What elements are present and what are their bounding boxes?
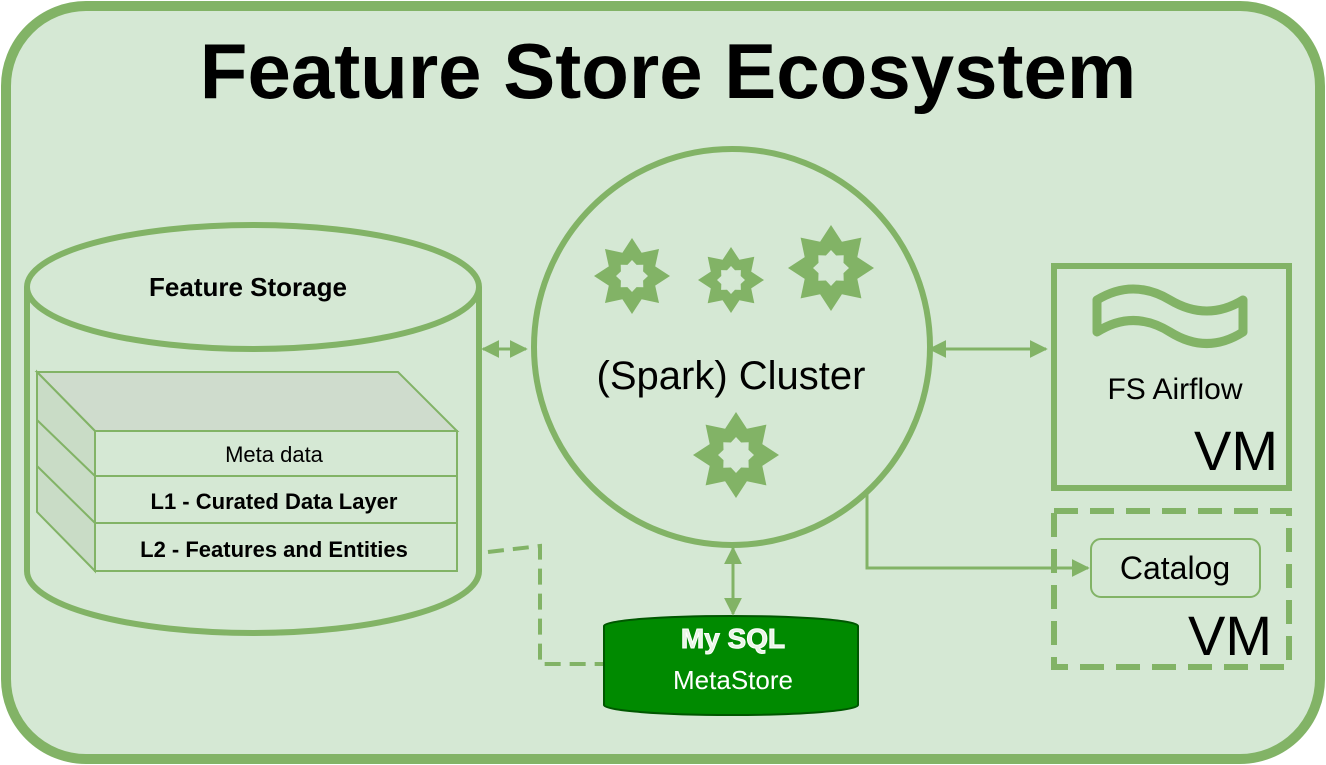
layer-l2-features: L2 - Features and Entities <box>140 537 408 562</box>
airflow-label: FS Airflow <box>1107 373 1242 406</box>
spark-node-4-icon <box>693 412 779 498</box>
catalog-box <box>1090 538 1261 598</box>
airflow-vm-label: VM <box>1194 419 1278 482</box>
storage-metastore-connector <box>487 543 603 666</box>
catalog-vm-label: VM <box>1188 604 1272 667</box>
layer-stack-top <box>34 371 460 432</box>
spark-node-1-icon <box>594 238 670 314</box>
cluster-catalog-connector <box>865 492 1090 577</box>
layer-stack <box>34 369 460 574</box>
spark-node-3-icon <box>788 225 874 311</box>
spark-cluster-label: (Spark) Cluster <box>597 354 866 398</box>
metastore-cylinder <box>603 615 859 716</box>
catalog-label: Catalog <box>1120 550 1230 586</box>
airflow-wave-icon <box>1092 284 1248 348</box>
diagram-title: Feature Store Ecosystem <box>200 27 1136 115</box>
metastore-label: MetaStore <box>673 665 793 695</box>
catalog-vm-box <box>1051 508 1292 670</box>
spark-node-2-icon <box>698 247 764 313</box>
layer-meta-data: Meta data <box>225 442 324 467</box>
feature-storage-label: Feature Storage <box>149 272 347 302</box>
mysql-logo-text: My SQL <box>681 623 785 654</box>
layer-l1-curated: L1 - Curated Data Layer <box>151 489 398 514</box>
